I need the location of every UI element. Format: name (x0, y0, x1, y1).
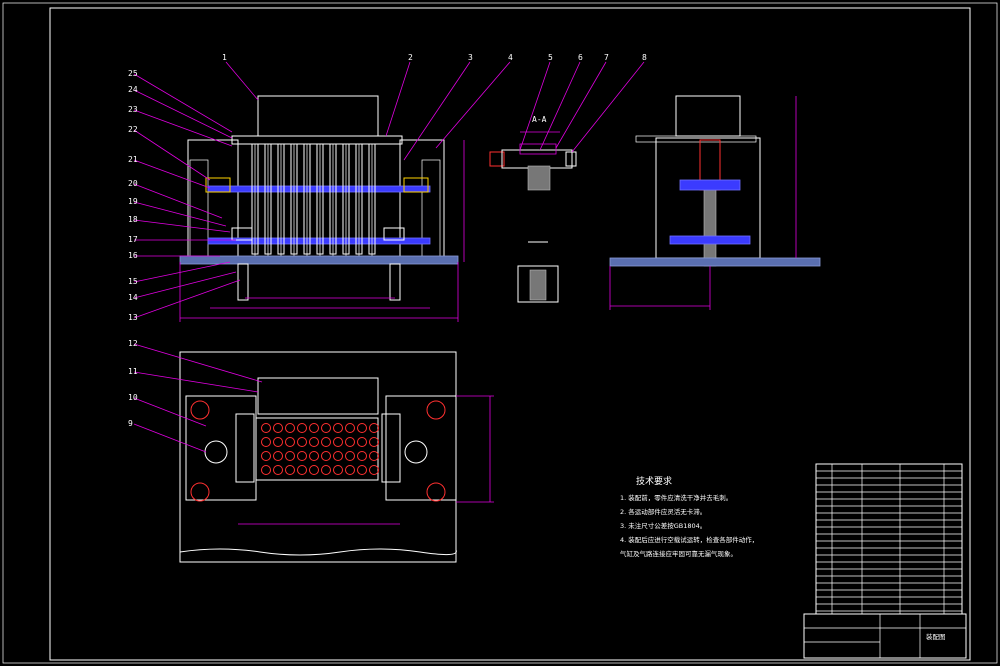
part-label: 21 (128, 155, 138, 164)
hole (333, 437, 343, 447)
hole (321, 437, 331, 447)
part-label: 7 (604, 53, 609, 62)
hole (297, 465, 307, 475)
hole (297, 451, 307, 461)
part-label: 14 (128, 293, 138, 302)
part-label: 23 (128, 105, 138, 114)
hole (273, 423, 283, 433)
hole (333, 451, 343, 461)
hole (285, 437, 295, 447)
hole (345, 465, 355, 475)
part-label: 6 (578, 53, 583, 62)
part-label: 18 (128, 215, 138, 224)
front-view (179, 95, 465, 322)
part-label: 10 (128, 393, 138, 402)
hole (261, 465, 271, 475)
title-block-name: 装配图 (926, 632, 946, 641)
title-block: 装配图 (803, 463, 967, 659)
part-label: 25 (128, 69, 138, 78)
hole (297, 423, 307, 433)
drawing-frame (49, 7, 971, 661)
part-label: 16 (128, 251, 138, 260)
hole (321, 423, 331, 433)
hole (357, 451, 367, 461)
part-label: 8 (642, 53, 647, 62)
hole (309, 423, 319, 433)
side-view (609, 95, 821, 310)
part-label: 20 (128, 179, 138, 188)
hole (369, 465, 379, 475)
hole (345, 423, 355, 433)
hole (357, 437, 367, 447)
plan-view (179, 351, 494, 563)
part-labels-plan: 12 11 10 9 (128, 339, 138, 428)
part-label: 19 (128, 197, 138, 206)
hole (309, 465, 319, 475)
tech-req-item: 4. 装配后应进行空载试运转，检查各部件动作， (620, 535, 758, 544)
part-label: 2 (408, 53, 413, 62)
hole (309, 437, 319, 447)
hole (285, 451, 295, 461)
hole (261, 423, 271, 433)
leader-lines (133, 61, 645, 453)
part-label: 5 (548, 53, 553, 62)
part-label: 4 (508, 53, 513, 62)
part-label: 12 (128, 339, 138, 348)
hole (273, 437, 283, 447)
section-view (489, 131, 577, 303)
hole (333, 465, 343, 475)
part-label: 3 (468, 53, 473, 62)
hole (285, 423, 295, 433)
part-label: 15 (128, 277, 138, 286)
tech-requirements: 技术要求 1. 装配前，零件应清洗干净并去毛刺。 2. 各运动部件应灵活无卡滞。… (620, 475, 758, 558)
part-labels-top: 1 2 3 4 5 6 7 8 (222, 53, 647, 62)
tech-req-item: 3. 未注尺寸公差按GB1804。 (620, 521, 706, 530)
hole (345, 437, 355, 447)
hole (333, 423, 343, 433)
tech-req-item: 2. 各运动部件应灵活无卡滞。 (620, 507, 706, 516)
hole (273, 451, 283, 461)
hole (297, 437, 307, 447)
hole (369, 451, 379, 461)
hole (369, 423, 379, 433)
part-label: 13 (128, 313, 138, 322)
part-labels-left: 25 24 23 22 21 20 19 18 17 16 15 14 13 (128, 69, 138, 322)
hole (345, 451, 355, 461)
part-label: 11 (128, 367, 138, 376)
tech-req-item: 1. 装配前，零件应清洗干净并去毛刺。 (620, 493, 732, 502)
part-label: 22 (128, 125, 138, 134)
hole (369, 437, 379, 447)
hole (357, 465, 367, 475)
hole (309, 451, 319, 461)
part-label: 24 (128, 85, 138, 94)
hole (285, 465, 295, 475)
part-label: 9 (128, 419, 133, 428)
part-label: 1 (222, 53, 227, 62)
base-plate (179, 255, 459, 265)
hole (321, 465, 331, 475)
section-label: A-A (532, 115, 547, 124)
hole (261, 451, 271, 461)
tech-req-item: 气缸及气路连接应牢固可靠无漏气现象。 (620, 549, 737, 558)
hole (261, 437, 271, 447)
hole (357, 423, 367, 433)
part-label: 17 (128, 235, 138, 244)
hole (273, 465, 283, 475)
tech-req-title: 技术要求 (636, 475, 672, 487)
hole (321, 451, 331, 461)
